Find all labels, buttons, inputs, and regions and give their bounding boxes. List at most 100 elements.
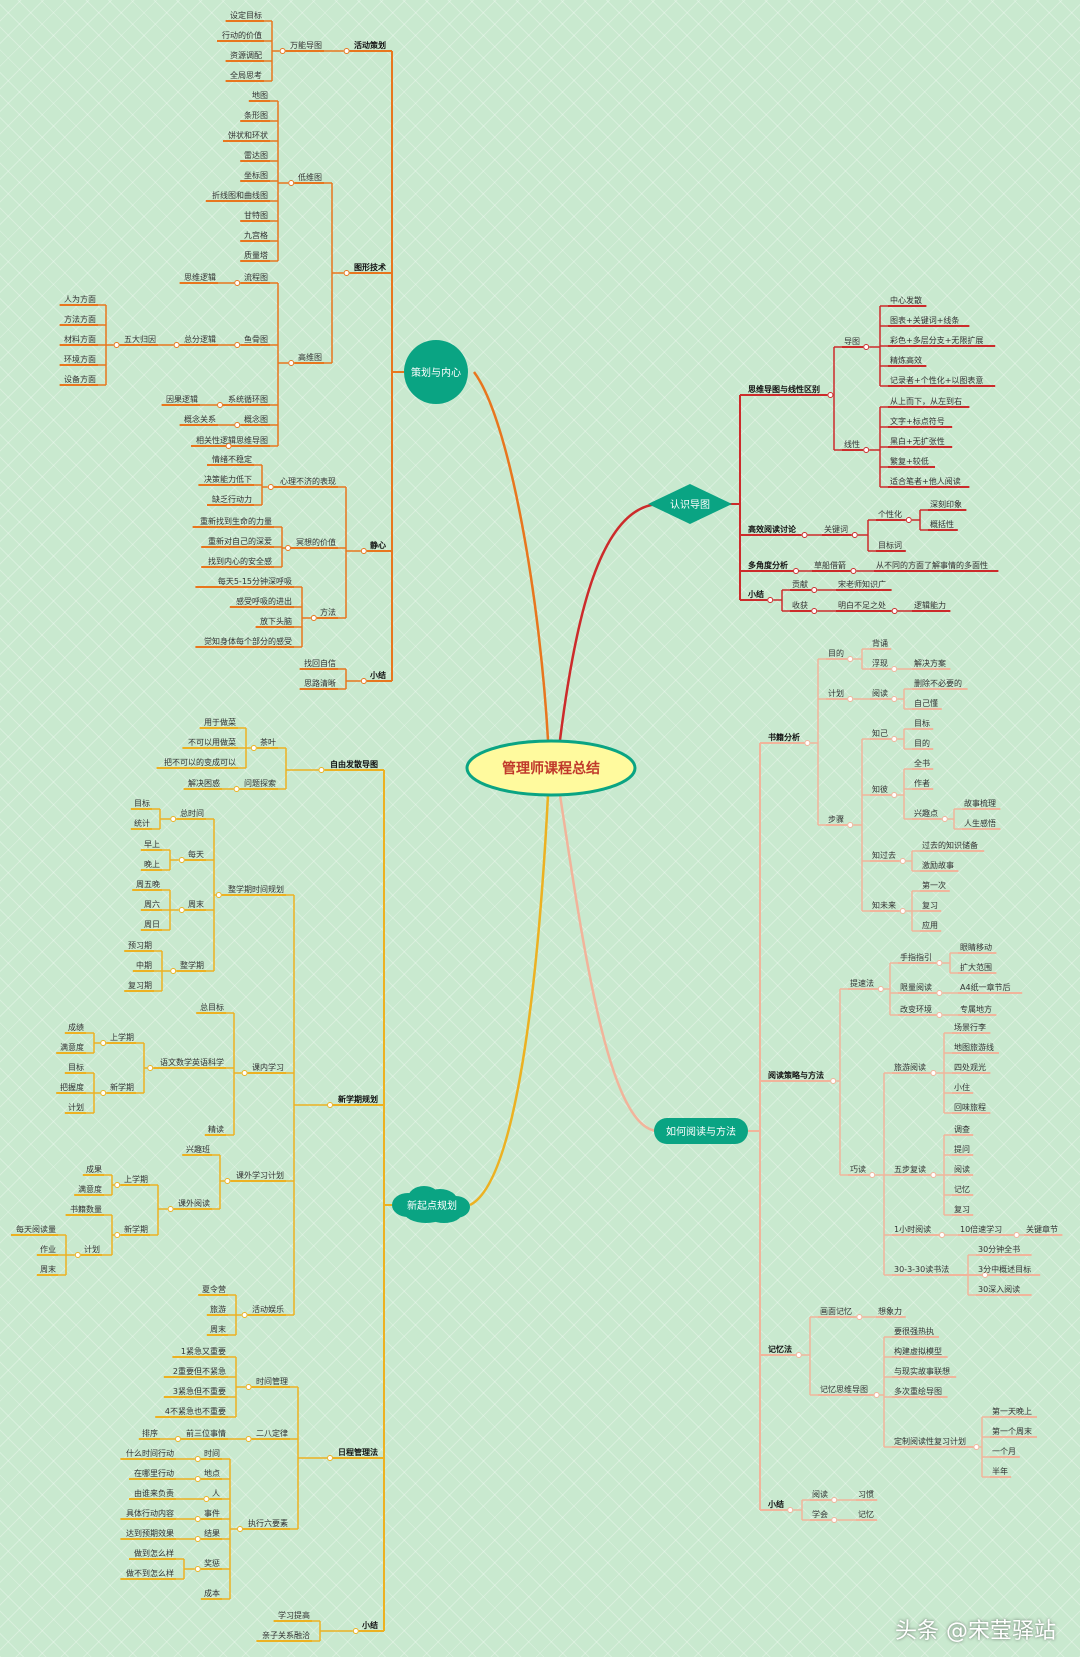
node-toggle[interactable] [891,792,898,798]
node-toggle[interactable] [793,568,799,574]
root-node[interactable] [465,739,637,797]
node-toggle[interactable] [318,767,325,773]
node-toggle[interactable] [795,1352,802,1358]
node-toggle[interactable] [173,342,180,348]
node-toggle[interactable] [939,1232,945,1238]
node-toggle[interactable] [847,656,854,662]
node-toggle[interactable] [327,1102,333,1108]
node-toggle[interactable] [787,1507,794,1513]
node-label: 10倍速学习 [960,1224,1002,1234]
node-toggle[interactable] [241,1070,248,1076]
node-toggle[interactable] [178,857,185,863]
node-toggle[interactable] [811,587,818,593]
node-label: 小住 [954,1082,970,1092]
node-toggle[interactable] [267,484,274,490]
node-toggle[interactable] [285,545,291,551]
node-toggle[interactable] [224,1178,231,1184]
node-toggle[interactable] [827,392,834,398]
node-toggle[interactable] [830,1078,837,1084]
node-toggle[interactable] [327,1455,333,1461]
main-node-circle[interactable] [404,340,468,404]
node-toggle[interactable] [873,1392,880,1398]
node-toggle[interactable] [343,48,350,54]
node-toggle[interactable] [847,822,854,828]
node-toggle[interactable] [360,678,367,684]
node-toggle[interactable] [217,402,223,408]
node-toggle[interactable] [941,816,948,822]
node-toggle[interactable] [863,447,870,453]
node-toggle[interactable] [147,1065,154,1071]
node-toggle[interactable] [225,443,232,449]
node-toggle[interactable] [899,858,906,864]
node-toggle[interactable] [891,666,898,672]
main-node-capsule[interactable] [654,1118,748,1144]
node-toggle[interactable] [194,1516,201,1522]
main-node-diamond[interactable] [648,484,732,524]
node-toggle[interactable] [352,1628,359,1634]
node-toggle[interactable] [851,532,858,538]
node-toggle[interactable] [891,696,898,702]
node-toggle[interactable] [360,548,367,554]
node-toggle[interactable] [203,1496,210,1502]
node-toggle[interactable] [930,1070,937,1076]
node-toggle[interactable] [167,1206,174,1212]
node-toggle[interactable] [114,1232,121,1238]
main-node-cloud[interactable] [392,1186,470,1223]
node-toggle[interactable] [831,1517,838,1523]
node-toggle[interactable] [113,342,120,348]
node-toggle[interactable] [100,1040,107,1046]
node-toggle[interactable] [891,608,898,614]
node-toggle[interactable] [194,1566,201,1572]
node-label: 达到预期效果 [126,1528,174,1538]
node-toggle[interactable] [982,1272,988,1278]
node-toggle[interactable] [905,517,912,523]
node-toggle[interactable] [194,1476,201,1482]
node-toggle[interactable] [930,1172,937,1178]
node-toggle[interactable] [250,745,257,751]
node-toggle[interactable] [194,1456,201,1462]
node-toggle[interactable] [74,1252,81,1258]
node-toggle[interactable] [234,422,241,428]
node-toggle[interactable] [310,615,317,621]
node-toggle[interactable] [245,1436,252,1442]
node-toggle[interactable] [863,344,870,350]
node-toggle[interactable] [891,736,898,742]
node-toggle[interactable] [811,608,818,614]
node-toggle[interactable] [856,1314,863,1320]
node-toggle[interactable] [175,1436,181,1442]
node-toggle[interactable] [936,960,943,966]
node-toggle[interactable] [170,816,177,822]
node-toggle[interactable] [288,180,295,186]
node-toggle[interactable] [194,1536,201,1542]
node-toggle[interactable] [899,908,906,914]
node-toggle[interactable] [973,1444,980,1450]
node-toggle[interactable] [831,1497,838,1503]
node-toggle[interactable] [237,1526,243,1532]
node-toggle[interactable] [233,786,240,792]
node-toggle[interactable] [936,990,943,996]
node-toggle[interactable] [241,1312,248,1318]
node-toggle[interactable] [170,968,177,974]
node-toggle[interactable] [279,48,286,54]
node-toggle[interactable] [245,1384,252,1390]
node-toggle[interactable] [234,280,241,286]
node-label: 第一次 [922,880,946,890]
node-toggle[interactable] [850,568,857,574]
node-toggle[interactable] [288,360,295,366]
node-toggle[interactable] [877,986,884,992]
node-toggle[interactable] [1013,1232,1020,1238]
node-toggle[interactable] [178,907,185,913]
node-toggle[interactable] [767,597,774,603]
node-toggle[interactable] [801,532,808,538]
node-toggle[interactable] [234,342,241,348]
node-toggle[interactable] [343,270,350,276]
node-label: 激励故事 [922,860,954,870]
node-toggle[interactable] [114,1182,121,1188]
node-toggle[interactable] [804,740,811,746]
node-toggle[interactable] [936,1012,943,1018]
node-toggle[interactable] [215,892,222,898]
node-toggle[interactable] [869,1172,876,1178]
node-label: 明白不足之处 [838,600,886,610]
node-toggle[interactable] [847,696,854,702]
node-toggle[interactable] [100,1090,107,1096]
